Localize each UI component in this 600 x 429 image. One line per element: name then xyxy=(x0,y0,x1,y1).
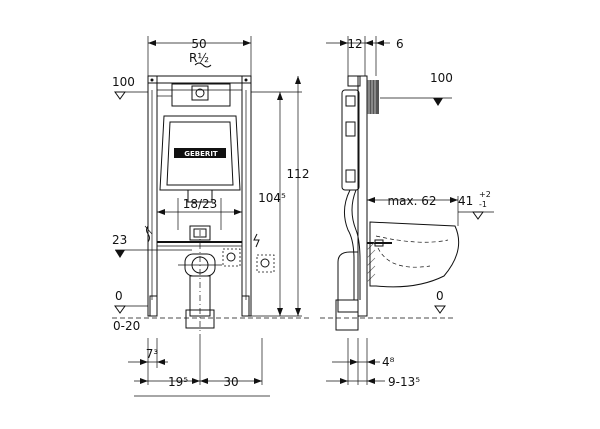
supply-box xyxy=(171,83,231,107)
dim-30-label: 30 xyxy=(223,375,238,389)
wc-pan xyxy=(369,221,460,288)
wall-hatching xyxy=(366,241,376,283)
side-frame-post xyxy=(357,75,368,317)
frame-top-rail xyxy=(147,75,252,84)
cistern xyxy=(159,115,241,191)
flush-pipe xyxy=(344,189,355,300)
level-triangle-100 xyxy=(114,91,126,100)
tolerance-minus: -1 xyxy=(479,200,487,209)
level-23-label: 23 xyxy=(112,233,127,247)
side-level-100-label: 100 xyxy=(430,71,453,85)
level-0-label: 0 xyxy=(115,289,123,303)
front-view: 50 R½ GEBERIT 18/23 xyxy=(112,36,310,397)
electric-icon xyxy=(253,233,260,248)
side-level-triangle-0 xyxy=(434,305,446,314)
dim-48-label: 4⁸ xyxy=(382,355,395,369)
max-depth-label: max. 62 xyxy=(387,194,436,208)
level-100-label: 100 xyxy=(112,75,135,89)
side-view: 12 6 xyxy=(320,36,494,389)
level-triangle-41 xyxy=(472,211,484,220)
dim-6-label: 6 xyxy=(396,37,404,51)
dim-195-label: 19⁵ xyxy=(168,375,188,389)
geberit-logo-plate xyxy=(174,148,226,158)
tolerance-plus: +2 xyxy=(479,190,491,199)
socket-box-right xyxy=(256,254,275,273)
frame-right-post xyxy=(241,75,252,317)
height-41-label: 41 xyxy=(458,194,473,208)
side-supply-block xyxy=(367,80,379,114)
thread-label: R½ xyxy=(189,51,209,65)
total-height-label: 112 xyxy=(287,167,310,181)
level-triangle-23 xyxy=(115,250,125,258)
frame-left-post xyxy=(147,75,158,317)
dim-9135-label: 9-13⁵ xyxy=(388,375,420,389)
inner-dimension-label: 18/23 xyxy=(183,197,218,211)
drain-bend xyxy=(337,251,359,313)
level-triangle-0 xyxy=(114,305,126,314)
dim-73-label: 7³ xyxy=(146,347,159,361)
frame-height-label: 104⁵ xyxy=(258,191,286,205)
socket-box-left xyxy=(222,248,241,267)
side-drain-outlet xyxy=(335,299,359,331)
side-level-0-label: 0 xyxy=(436,289,444,303)
width-dimension-label: 50 xyxy=(191,37,206,51)
brand-label: GEBERIT xyxy=(184,150,218,158)
dim-12-label: 12 xyxy=(347,37,362,51)
side-level-triangle-100 xyxy=(433,98,443,106)
side-cistern xyxy=(341,89,360,191)
level-range-label: 0-20 xyxy=(113,319,140,333)
